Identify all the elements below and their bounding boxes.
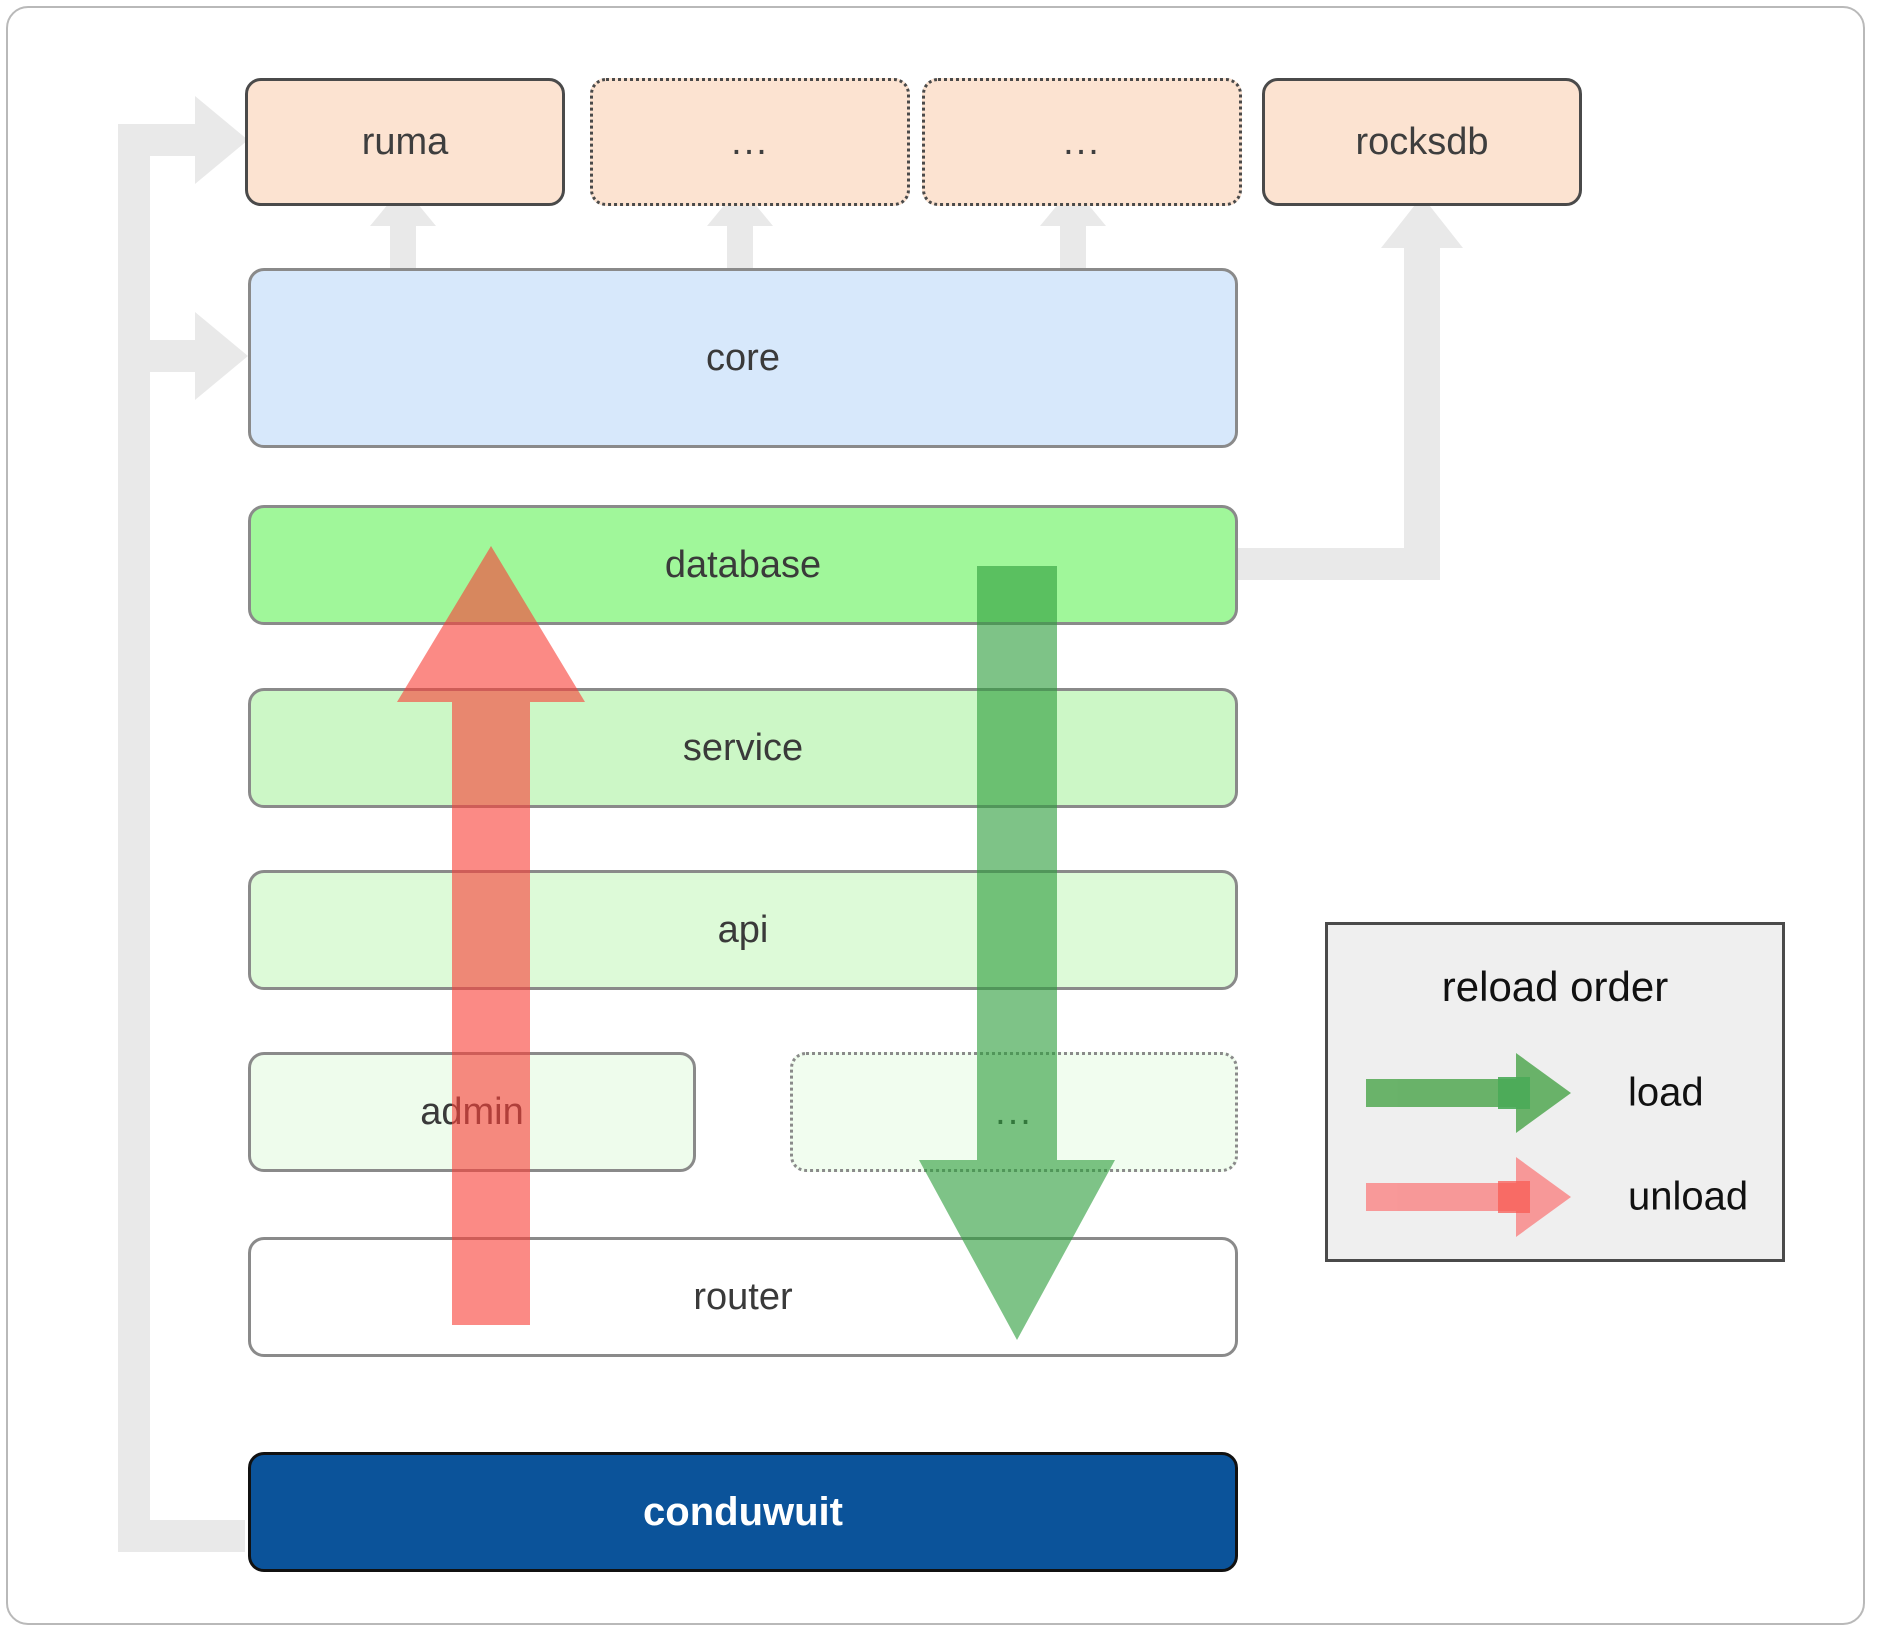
- dep-box-ruma[interactable]: ruma: [245, 78, 565, 206]
- legend-row-unload: unload: [1328, 1147, 1782, 1247]
- layer-box-service[interactable]: service: [248, 688, 1238, 808]
- dep-label-2: ...: [731, 120, 769, 163]
- layer-label-database: database: [664, 543, 822, 586]
- layer-box-admin[interactable]: admin: [248, 1052, 696, 1172]
- legend-panel: reload order load unload: [1325, 922, 1785, 1262]
- layer-box-core[interactable]: core: [248, 268, 1238, 448]
- dep-box-2[interactable]: ...: [590, 78, 910, 206]
- legend-label-unload: unload: [1628, 1174, 1749, 1219]
- root-box-conduwuit[interactable]: conduwuit: [248, 1452, 1238, 1572]
- layer-label-core: core: [706, 336, 780, 379]
- diagram-frame: [6, 6, 1865, 1625]
- legend-unload-arrow-icon: [1366, 1157, 1571, 1237]
- legend-title: reload order: [1441, 963, 1669, 1010]
- layer-label-router: router: [693, 1275, 793, 1318]
- dep-box-rocksdb[interactable]: rocksdb: [1262, 78, 1582, 206]
- legend-row-load: load: [1328, 1043, 1782, 1143]
- layer-label-api: api: [717, 908, 769, 951]
- legend-load-arrow-icon: [1366, 1053, 1571, 1133]
- layer-label-dots: ...: [995, 1090, 1033, 1133]
- layer-label-service: service: [682, 726, 804, 769]
- dep-box-3[interactable]: ...: [922, 78, 1242, 206]
- layer-label-admin: admin: [420, 1090, 524, 1133]
- dep-label-ruma: ruma: [361, 120, 449, 163]
- layer-box-database[interactable]: database: [248, 505, 1238, 625]
- layer-box-dots[interactable]: ...: [790, 1052, 1238, 1172]
- dep-label-3: ...: [1063, 120, 1101, 163]
- layer-box-api[interactable]: api: [248, 870, 1238, 990]
- dep-label-rocksdb: rocksdb: [1355, 120, 1489, 163]
- layer-box-router[interactable]: router: [248, 1237, 1238, 1357]
- legend-label-load: load: [1628, 1070, 1704, 1115]
- root-label-conduwuit: conduwuit: [643, 1489, 843, 1534]
